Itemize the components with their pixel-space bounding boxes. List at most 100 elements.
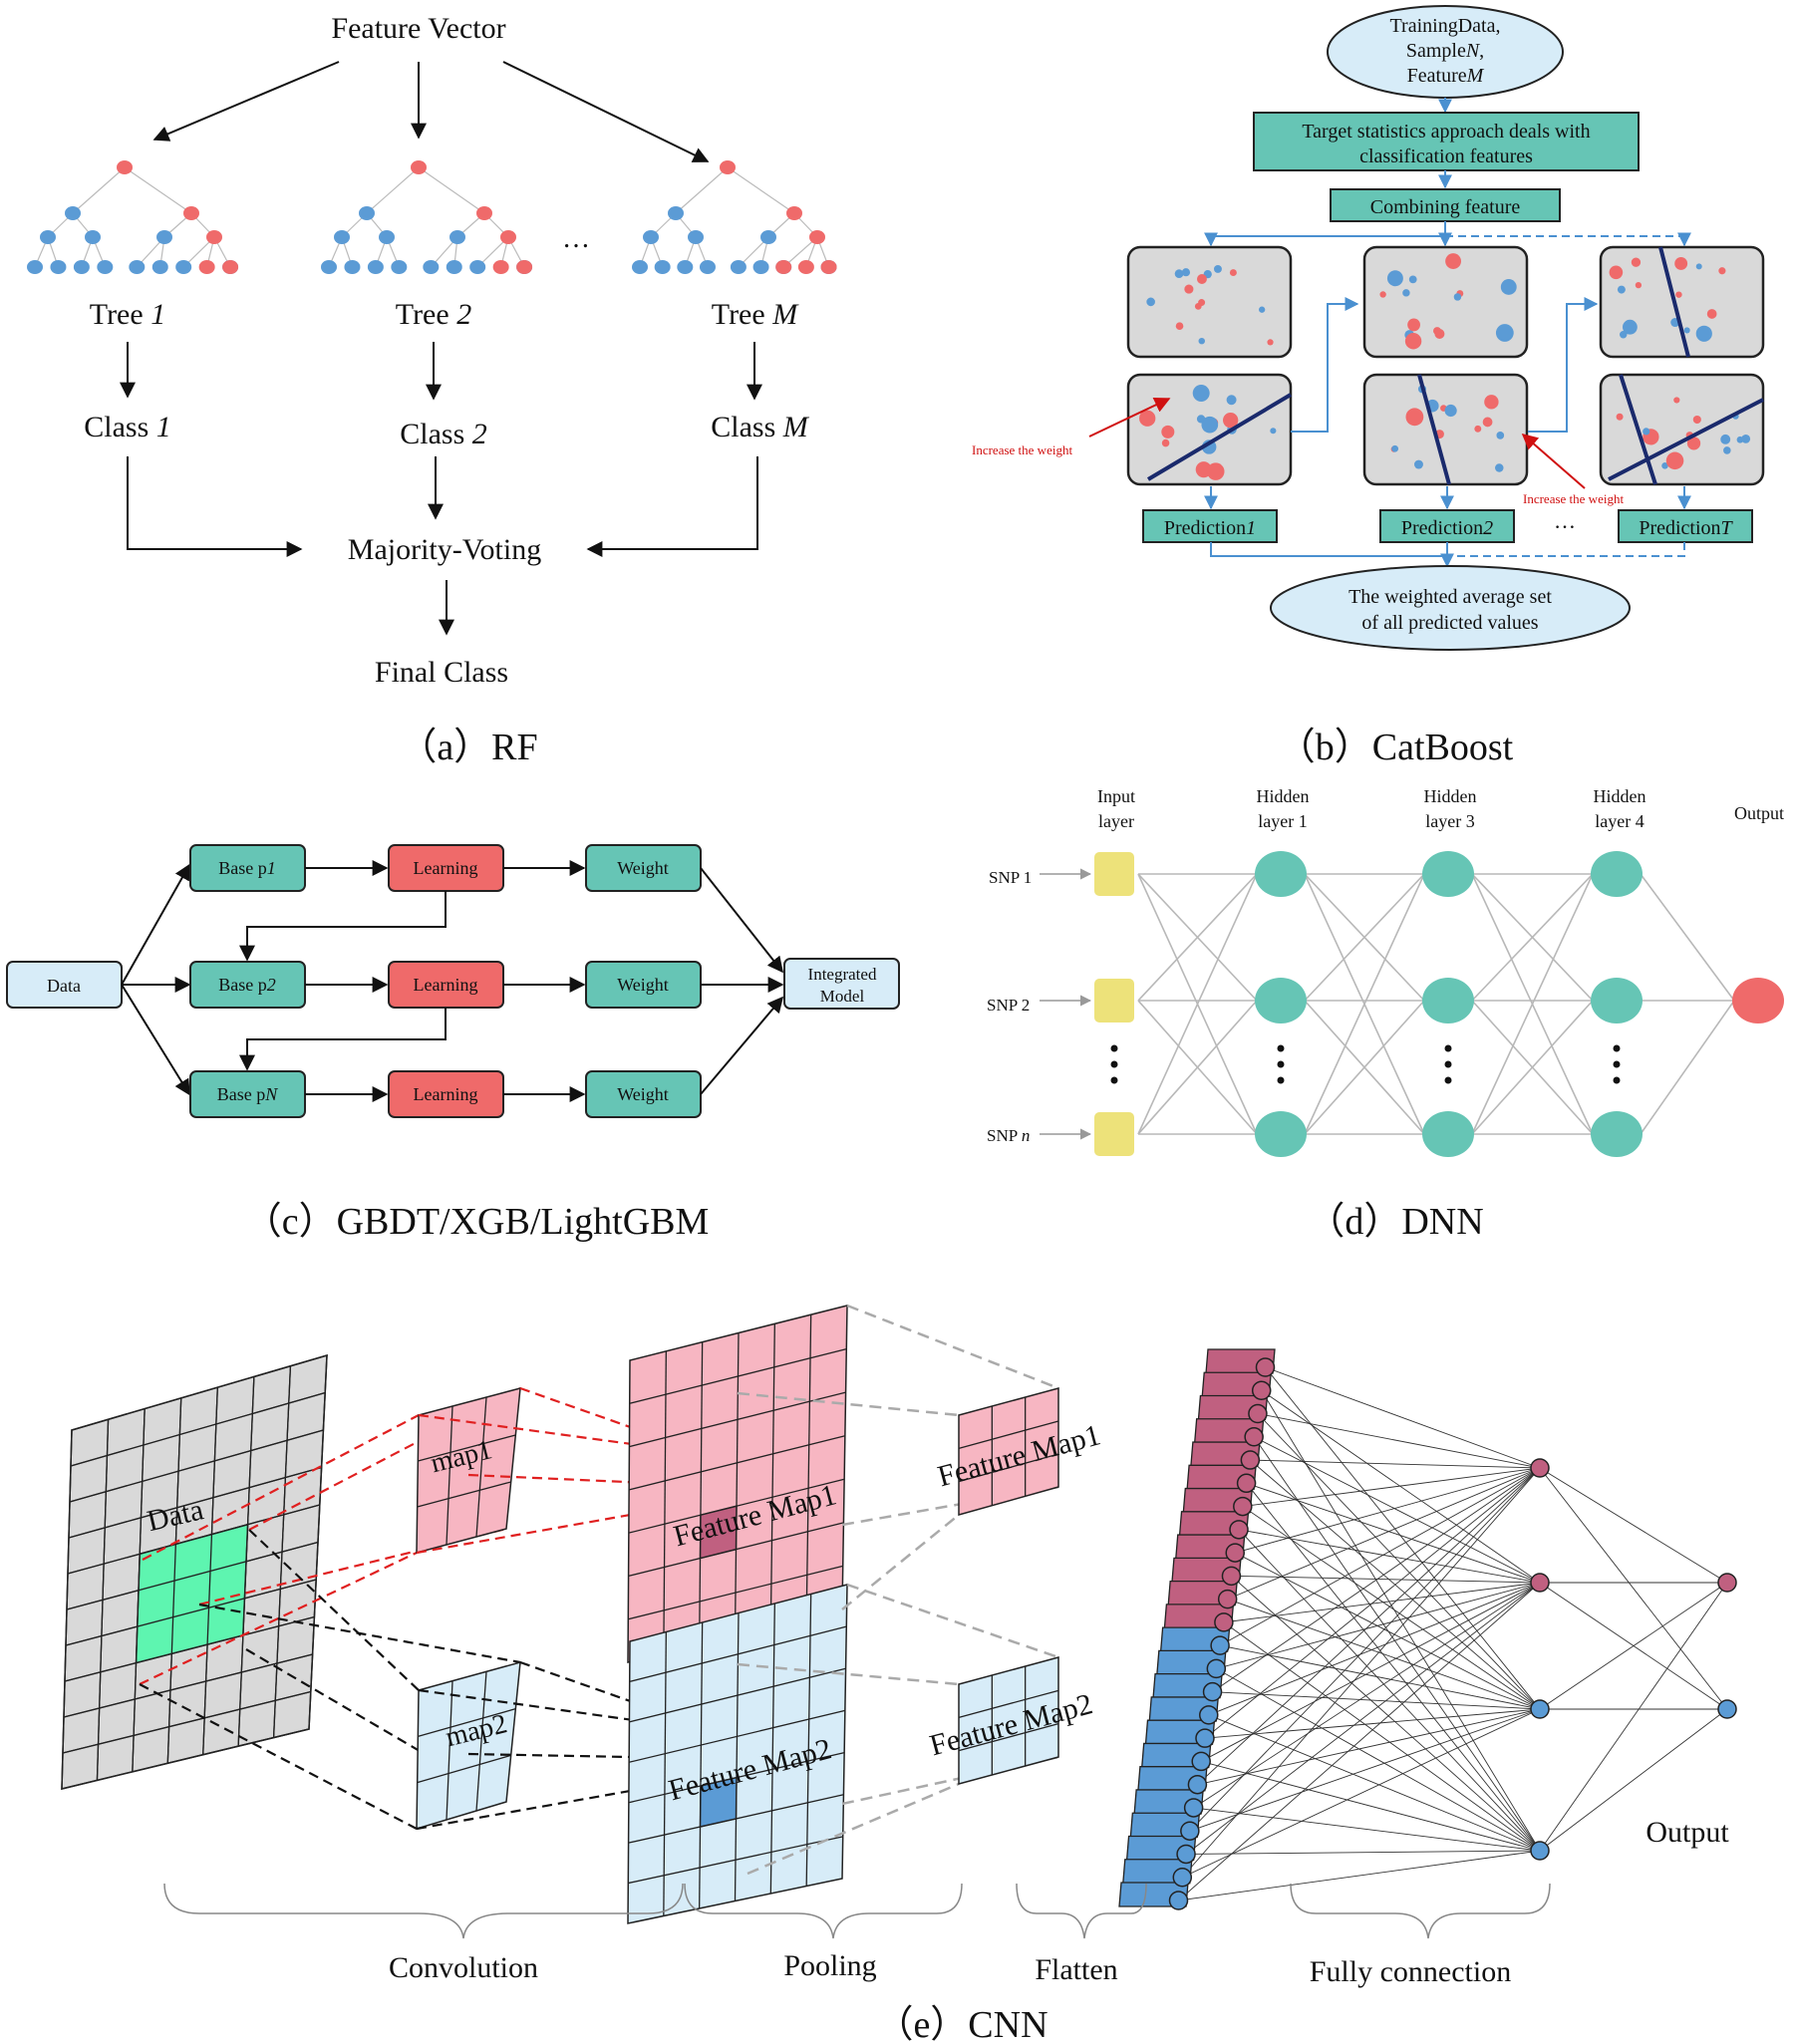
fc-edge (1181, 1467, 1541, 1879)
tree-leaf (677, 260, 694, 274)
cat-target-l1: Target statistics approach deals with (1302, 121, 1590, 143)
dnn-h3-l1: Hidden (1424, 786, 1477, 806)
cnn-featuremap2-grid-gridline (734, 1612, 740, 1901)
cat-weight-label-2: Increase the weight (1523, 491, 1624, 506)
cnn-featuremap1-grid-gridline (663, 1350, 667, 1654)
dnn-edge (1304, 873, 1425, 1135)
fc-edge (1238, 1529, 1541, 1584)
cnn-grids (61, 1304, 1059, 1924)
flatten-node (1172, 1867, 1193, 1888)
cnn-data-overlay-gridline (62, 1690, 311, 1754)
dnn-hidden-node (1255, 851, 1307, 897)
tree-leaf (469, 260, 486, 274)
cat-prediction-2: Prediction2 (1401, 517, 1493, 539)
rf-feature-vector: Feature Vector (331, 12, 505, 45)
flatten-node (1176, 1844, 1196, 1865)
scatter-point (1270, 428, 1277, 435)
dnn-h3-l2: layer 3 (1425, 811, 1474, 831)
dnn-ellipsis-dot (1444, 1044, 1452, 1052)
cnn-data-overlay-gridline (70, 1391, 326, 1467)
cnn-flatten-label: Flatten (1035, 1953, 1117, 1986)
tree-edge (124, 166, 192, 214)
dnn-hidden-node (1591, 1111, 1643, 1157)
dnn-ellipsis-dot (1277, 1044, 1285, 1052)
fc-edge (1539, 1467, 1728, 1710)
cnn-data-overlay-gridline (65, 1579, 317, 1646)
tree-leaf (516, 260, 533, 274)
dnn-hidden-node (1255, 978, 1307, 1023)
fc-hidden-node (1530, 1699, 1550, 1719)
scatter-point (1484, 395, 1499, 410)
decision-boundary (1608, 398, 1764, 481)
tree-edge (418, 166, 485, 214)
cnn-data-overlay-gridline (63, 1653, 313, 1718)
tree-leaf (492, 260, 509, 274)
fc-hidden-node (1530, 1458, 1550, 1478)
tree-leaf (198, 260, 215, 274)
tree-node (65, 206, 81, 220)
cat-avg-l2: of all predicted values (1361, 612, 1538, 634)
gbdt-data-label: Data (47, 976, 81, 996)
dnn-hidden-node (1255, 1111, 1307, 1157)
tree-edge (782, 236, 818, 268)
scatter-point (1444, 404, 1457, 418)
tree-node (688, 230, 704, 244)
tree-leaf (752, 260, 769, 274)
panel-catboost: TrainingData, SampleN, FeatureM Target s… (972, 5, 1765, 768)
cnn-pooled2-grid-gridline (958, 1723, 1059, 1752)
scatter-panel (1126, 245, 1293, 359)
fc-edge (1219, 1467, 1541, 1646)
dnn-edge (1137, 873, 1258, 1002)
dnn-edge (1640, 1000, 1735, 1135)
scatter-point (1500, 279, 1517, 295)
cat-weight-arrow-2 (1521, 433, 1586, 489)
fc-edge (1235, 1552, 1541, 1710)
scatter-point (1161, 425, 1175, 438)
fc-edge (1204, 1467, 1541, 1739)
fc-edge (1227, 1599, 1541, 1710)
tree-node (809, 230, 825, 244)
dnn-edge (1137, 873, 1258, 1135)
fc-edge (1201, 1760, 1541, 1852)
scatter-point (1674, 257, 1688, 270)
fc-edge (1197, 1467, 1541, 1786)
cnn-featuremap1-grid-gridline (734, 1332, 740, 1636)
cnn-pooled2-grid (958, 1656, 1059, 1785)
dnn-edge (1304, 1000, 1425, 1135)
tree-node (156, 230, 172, 244)
fc-edge (1242, 1467, 1541, 1508)
scatter-point (1405, 408, 1424, 427)
scatter-point (1226, 395, 1237, 406)
flatten-node (1251, 1380, 1272, 1401)
cnn-featuremap1-grid-gridline (805, 1314, 812, 1618)
cnn-featuremap1-grid-gridline (628, 1435, 846, 1491)
tree-leaf (175, 260, 192, 274)
cnn-fully-label: Fully connection (1310, 1955, 1511, 1988)
cnn-featuremap1-grid-gridline (769, 1323, 775, 1627)
tree-leaf (775, 260, 792, 274)
scatter-point (1213, 264, 1222, 273)
cnn-featuremap1-grid-gridline (629, 1347, 847, 1404)
scatter-point (1683, 327, 1690, 334)
gbdt-weight-1: Weight (617, 858, 669, 878)
tree-node (334, 230, 350, 244)
pool-dash (747, 1782, 960, 1876)
cat-combining-label: Combining feature (1370, 196, 1521, 218)
gbdt-caption: （c）GBDT/XGB/LightGBM (244, 1201, 710, 1243)
flatten-node (1202, 1681, 1223, 1702)
fc-edge (1223, 1582, 1541, 1623)
flatten-node (1240, 1450, 1261, 1470)
rf-class1-label: Class 1 (84, 411, 171, 443)
flatten-node (1195, 1728, 1215, 1748)
cnn-featuremap2-grid-gridline (769, 1603, 775, 1895)
cnn-pooled2-grid-gridline (958, 1689, 1059, 1718)
decision-boundary (1417, 374, 1451, 485)
scatter-point (1673, 397, 1680, 404)
fc-edge (1257, 1413, 1541, 1469)
tree-leaf (730, 260, 747, 274)
scatter-point (1453, 293, 1462, 301)
cnn-data-overlay (61, 1353, 328, 1790)
cnn-output-label: Output (1645, 1816, 1729, 1849)
scatter-point (1146, 297, 1155, 307)
cnn-featuremap2-grid (627, 1584, 848, 1924)
